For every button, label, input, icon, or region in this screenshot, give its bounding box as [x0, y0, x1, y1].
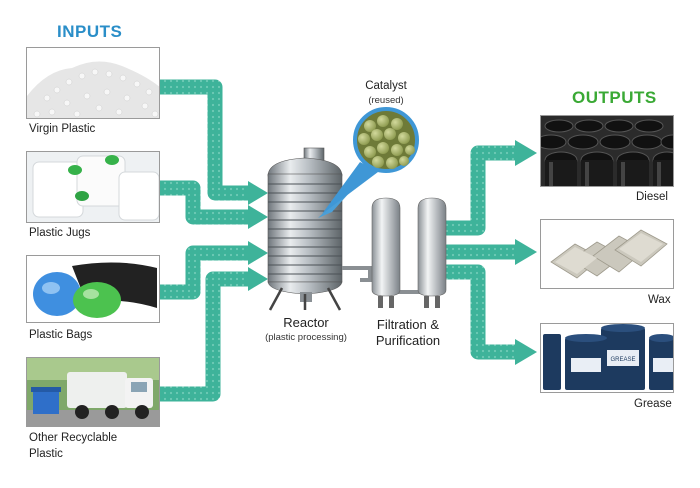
plastic-bags-label: Plastic Bags	[29, 329, 93, 341]
plastic-bags-image	[26, 255, 160, 323]
arrow-plastic-jugs	[160, 180, 248, 225]
plastic-jugs-image	[26, 151, 160, 223]
outputs-heading: OUTPUTS	[572, 88, 657, 107]
garbage-truck-image	[26, 357, 160, 427]
wax-image	[540, 219, 674, 289]
grease-image: GREASE	[540, 323, 674, 393]
diesel-image	[540, 115, 674, 187]
other-plastic-label: Other Recyclable	[29, 432, 118, 444]
virgin-plastic-label: Virgin Plastic	[29, 123, 96, 135]
other-plastic-label-2: Plastic	[29, 448, 63, 460]
arrow-plastic-bags	[160, 245, 248, 300]
arrow-virgin-plastic	[160, 79, 248, 201]
inputs-heading: INPUTS	[57, 22, 123, 41]
arrow-other-plastic	[160, 271, 248, 402]
catalyst-image	[318, 107, 419, 218]
plastic-jugs-label: Plastic Jugs	[29, 227, 91, 239]
wax-label: Wax	[648, 294, 671, 306]
reactor-sub: (plastic processing)	[265, 332, 347, 343]
reactor-label: Reactor	[283, 315, 329, 330]
catalyst-label: Catalyst	[365, 80, 407, 92]
arrow-to-diesel	[445, 145, 515, 236]
arrow-to-grease	[445, 264, 515, 360]
diesel-label: Diesel	[636, 191, 668, 203]
filtration-columns	[371, 197, 447, 308]
catalyst-sub: (reused)	[368, 95, 404, 106]
virgin-plastic-image	[26, 47, 160, 119]
reactor-vessel	[267, 147, 343, 311]
grease-bucket-text: GREASE	[610, 357, 635, 363]
filtration-label: Filtration &	[376, 317, 440, 332]
filtration-label-2: Purification	[375, 333, 441, 348]
grease-label: Grease	[634, 398, 672, 410]
